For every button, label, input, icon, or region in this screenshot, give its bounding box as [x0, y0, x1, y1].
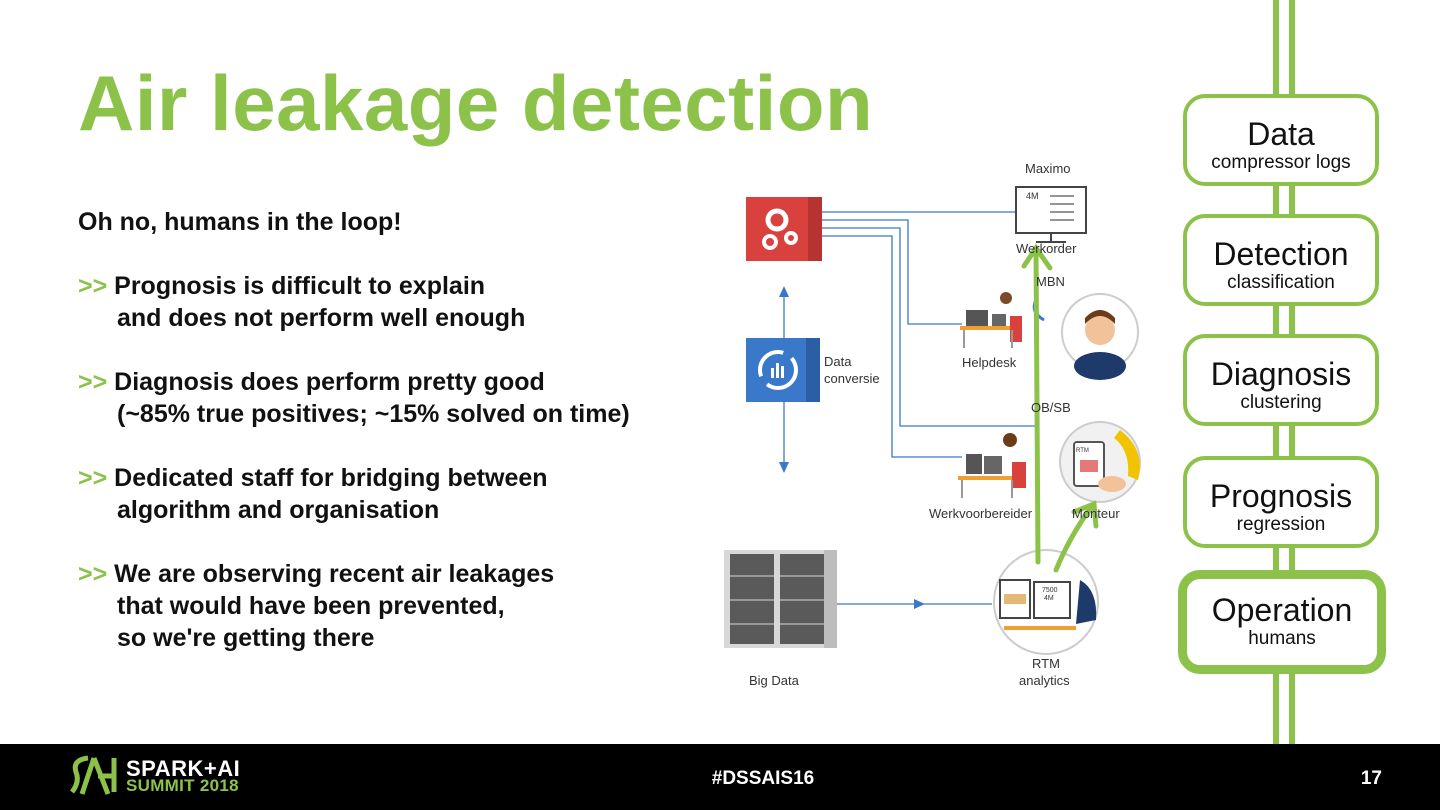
- arrow-head: [914, 599, 925, 609]
- bullet-observing: >> We are observing recent air leakages …: [78, 558, 718, 654]
- connector-lines: [783, 211, 1038, 605]
- bullet-line: Prognosis is difficult to explain: [114, 272, 486, 300]
- bullet-line: that would have been prevented,: [117, 592, 505, 620]
- diagram-label-tablet-tag: RTM: [1076, 448, 1089, 454]
- bullet-marker: >>: [78, 560, 108, 588]
- stage-subtitle: humans: [1248, 628, 1316, 649]
- bullet-marker: >>: [78, 368, 108, 396]
- footer-hashtag: #DSSAIS16: [711, 768, 815, 789]
- bullet-line: We are observing recent air leakages: [114, 560, 555, 588]
- werkvoorbereider-icon: [958, 433, 1026, 498]
- footer-bar: SPARK+AI SUMMIT 2018 #DSSAIS16 17: [0, 744, 1440, 810]
- diagram-label-obsb: OB/SB: [1031, 400, 1071, 415]
- diagram-label-data-conversie: conversie: [824, 371, 880, 386]
- bullet-line: (~85% true positives; ~15% solved on tim…: [117, 400, 630, 428]
- stage-data: Data compressor logs: [1183, 94, 1379, 186]
- diagram-label-big-data: Big Data: [749, 673, 799, 688]
- diagram-label-werkvoorbereider: Werkvoorbereider: [929, 506, 1033, 521]
- bullet-diagnosis: >> Diagnosis does perform pretty good (~…: [78, 366, 718, 430]
- diagram-label-monteur: Monteur: [1072, 506, 1120, 521]
- slide-title: Air leakage detection: [78, 59, 874, 147]
- green-arrow: [1021, 243, 1099, 573]
- monitor-icon: [1015, 186, 1087, 243]
- bullet-marker: >>: [78, 464, 108, 492]
- lead-text: Oh no, humans in the loop!: [78, 208, 402, 236]
- diagram-label-mbn: MBN: [1036, 274, 1065, 289]
- stage-title: Data: [1247, 116, 1315, 152]
- avatar-rtm-analytics: [993, 549, 1099, 655]
- stage-operation: Operation humans: [1178, 570, 1386, 674]
- server-rack-icon: [724, 550, 837, 648]
- data-conversion-icon: [746, 338, 820, 402]
- avatar-monteur: [1059, 421, 1141, 503]
- bullet-line: and does not perform well enough: [117, 304, 526, 332]
- slide-body: Oh no, humans in the loop! >> Prognosis …: [78, 206, 718, 686]
- stage-diagnosis: Diagnosis clustering: [1183, 334, 1379, 426]
- diagram-label-rtm: RTM: [1032, 656, 1060, 671]
- stage-title: Operation: [1211, 592, 1353, 628]
- stage-title: Diagnosis: [1210, 356, 1352, 392]
- stage-subtitle: regression: [1236, 514, 1326, 535]
- arrow-head: [779, 286, 789, 297]
- avatar-mbn: [1061, 293, 1139, 380]
- stage-subtitle: classification: [1227, 272, 1335, 293]
- stage-detection: Detection classification: [1183, 214, 1379, 306]
- spark-ai-logo-icon: [69, 755, 117, 795]
- page-number: 17: [1360, 768, 1382, 789]
- bullet-line: Dedicated staff for bridging between: [114, 464, 548, 492]
- stage-prognosis: Prognosis regression: [1183, 456, 1379, 548]
- gear-icon: [746, 197, 822, 261]
- workflow-diagram: 4M 7500 4M RTM: [724, 186, 1141, 655]
- footer-logo-line1: SPARK+AI: [126, 756, 241, 781]
- bullet-prognosis: >> Prognosis is difficult to explain and…: [78, 270, 718, 334]
- diagram-label-data-conversie: Data: [824, 354, 852, 369]
- stage-title: Detection: [1213, 236, 1349, 272]
- arrow-head: [779, 462, 789, 473]
- bullet-marker: >>: [78, 272, 108, 300]
- bullet-line: algorithm and organisation: [117, 496, 440, 524]
- diagram-label-monitor-tag: 4M: [1026, 191, 1039, 201]
- bullet-line: Diagnosis does perform pretty good: [114, 368, 545, 396]
- diagram-label-maximo: Maximo: [1025, 161, 1071, 176]
- diagram-label-helpdesk: Helpdesk: [962, 355, 1017, 370]
- diagram-label-rtm-screen-2: 4M: [1044, 595, 1054, 602]
- helpdesk-icon: [960, 292, 1022, 348]
- diagram-label-rtm-analytics: analytics: [1019, 673, 1070, 688]
- diagram-label-werkorder: Werkorder: [1016, 241, 1077, 256]
- footer-logo-line2: SUMMIT 2018: [126, 776, 239, 795]
- stage-title: Prognosis: [1209, 478, 1353, 514]
- bullet-line: so we're getting there: [117, 624, 375, 652]
- stage-subtitle: clustering: [1240, 392, 1322, 413]
- diagram-label-rtm-screen-1: 7500: [1042, 587, 1058, 594]
- bullet-staff: >> Dedicated staff for bridging between …: [78, 462, 718, 526]
- stage-subtitle: compressor logs: [1211, 152, 1351, 173]
